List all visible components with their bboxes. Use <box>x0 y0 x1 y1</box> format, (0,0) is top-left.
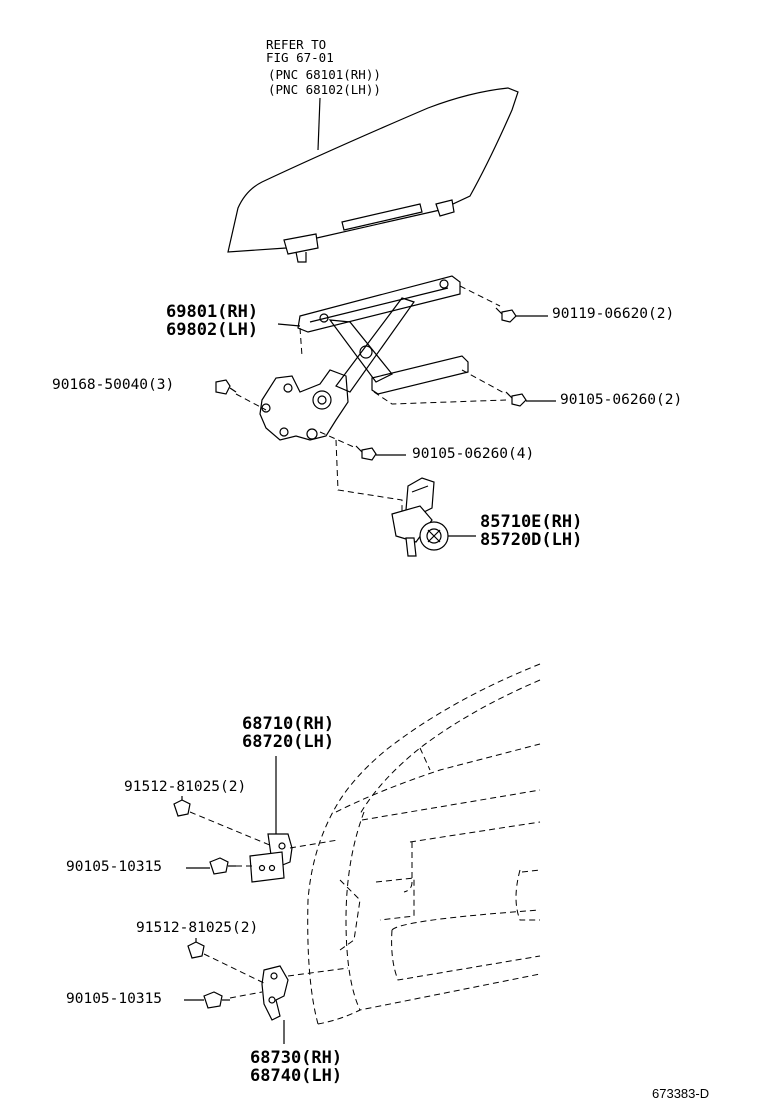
refer-note-line1: REFER TO <box>266 37 327 52</box>
bolt-90119 <box>495 307 517 323</box>
bolt-90105-a <box>505 391 527 407</box>
regulator-label-rh: 69801(RH) <box>166 302 259 322</box>
lower-hinge-label-rh: 68730(RH) <box>250 1048 343 1068</box>
upper-hinge-label-lh: 68720(LH) <box>242 732 335 752</box>
motor-label-lh: 85720D(LH) <box>480 530 583 550</box>
refer-leader <box>317 97 321 151</box>
door-glass <box>227 87 519 263</box>
lower-hinge-label-lh: 68740(LH) <box>250 1066 343 1086</box>
window-motor <box>391 477 449 557</box>
motor-label-rh: 85710E(RH) <box>480 512 583 532</box>
upper-hinge-label-rh: 68710(RH) <box>242 714 335 734</box>
lower-hinge-bolt-b <box>203 991 230 1009</box>
lower-hinge-bolt-a-label: 91512-81025(2) <box>136 920 259 936</box>
door-frame-body <box>307 663 541 1025</box>
lower-hinge-bolt-b-label: 90105-10315 <box>66 991 163 1007</box>
upper-hinge-bolt-b <box>209 857 236 875</box>
regulator-label-lh: 69802(LH) <box>166 320 259 340</box>
bolt-90168-label: 90168-50040(3) <box>52 377 175 393</box>
upper-hinge <box>249 833 293 883</box>
regulator-leader <box>277 323 301 327</box>
bolt-90105-b <box>355 445 377 461</box>
diagram-id: 673383-D <box>652 1086 710 1101</box>
upper-hinge-bolt-b-label: 90105-10315 <box>66 859 163 875</box>
upper-hinge-bolt-a-label: 91512-81025(2) <box>124 779 247 795</box>
lower-hinge <box>261 965 289 1021</box>
bolt-90119-label: 90119-06620(2) <box>552 306 675 322</box>
refer-note-line3: (PNC 68101(RH)) <box>268 67 381 82</box>
lower-hinge-bolt-a <box>187 938 205 959</box>
upper-hinge-bolt-a <box>173 796 191 817</box>
window-regulator <box>259 275 469 441</box>
refer-note-line4: (PNC 68102(LH)) <box>268 82 381 97</box>
bolt-90105-b-label: 90105-06260(4) <box>412 446 535 462</box>
bolt-90105-a-label: 90105-06260(2) <box>560 392 683 408</box>
bolt-90168 <box>215 379 237 395</box>
refer-note-line2: FIG 67-01 <box>266 50 334 65</box>
